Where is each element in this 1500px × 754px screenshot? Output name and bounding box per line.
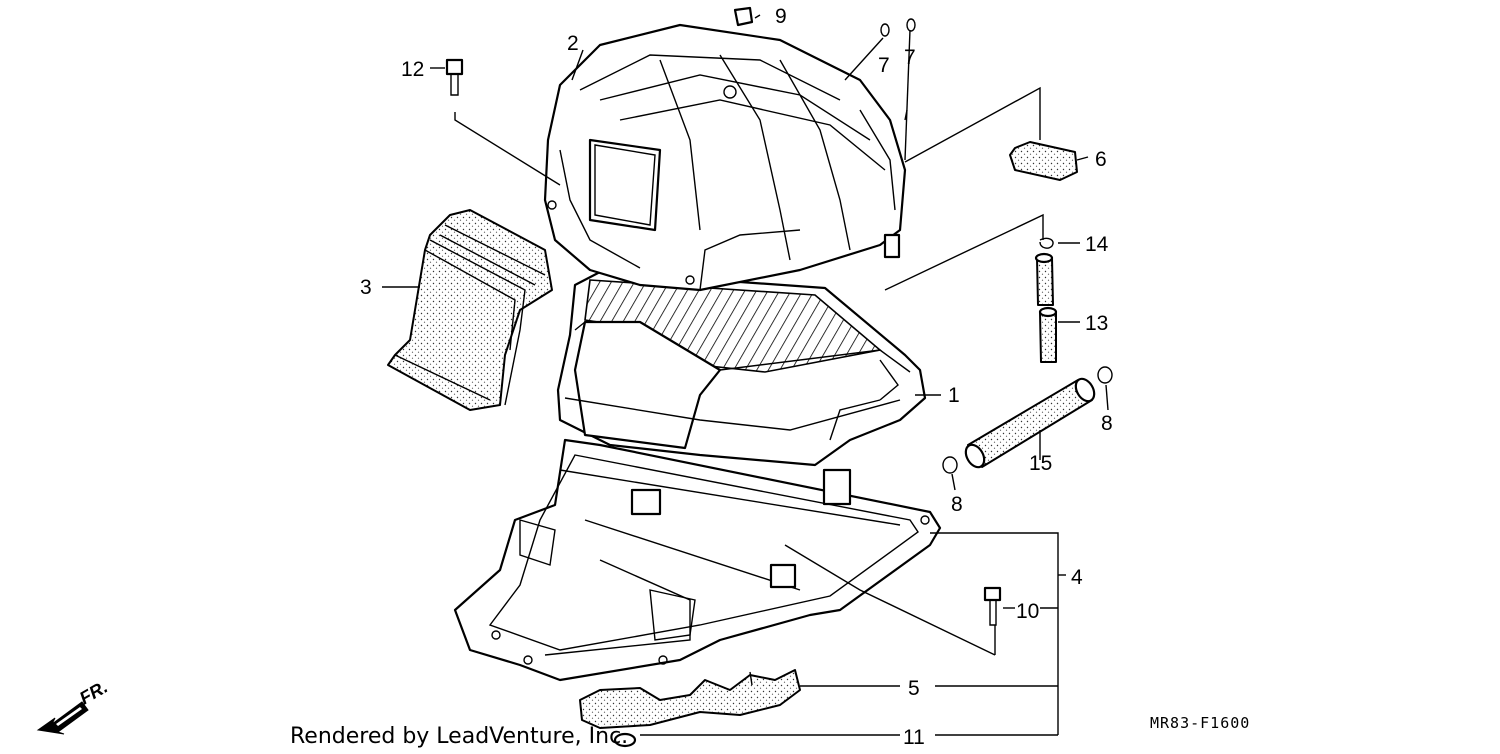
clip-14-part xyxy=(1039,237,1054,249)
callout-7a: 7 xyxy=(878,54,890,77)
front-direction-arrow xyxy=(36,701,89,735)
diagram-code: MR83-F1600 xyxy=(1150,714,1250,732)
bracket-part xyxy=(579,669,801,729)
callout-4: 4 xyxy=(1071,566,1083,589)
air-cleaner-element-part xyxy=(556,270,927,467)
intake-duct-part xyxy=(387,209,553,411)
callout-1: 1 xyxy=(948,384,960,407)
callout-8a: 8 xyxy=(951,493,963,516)
washer-11-part xyxy=(613,732,637,748)
clip-8-parts xyxy=(942,366,1113,474)
callout-15: 15 xyxy=(1029,452,1052,475)
callout-12: 12 xyxy=(401,58,424,81)
callout-14: 14 xyxy=(1085,233,1109,256)
callout-9: 9 xyxy=(775,5,787,28)
short-tube-part xyxy=(1034,252,1058,363)
callout-2: 2 xyxy=(567,32,579,55)
cap-nut-9-part xyxy=(733,6,754,27)
callout-13: 13 xyxy=(1085,312,1108,335)
callout-11: 11 xyxy=(903,726,925,749)
callout-7b: 7 xyxy=(904,46,916,69)
credit-text: Rendered by LeadVenture, Inc. xyxy=(290,724,628,749)
foam-pad-part xyxy=(1009,141,1078,181)
callout-3: 3 xyxy=(360,276,372,299)
callout-6: 6 xyxy=(1095,148,1107,171)
upper-cover-part xyxy=(543,23,907,292)
drain-tube-part xyxy=(964,377,1096,469)
clip-7-parts xyxy=(880,18,916,37)
callout-10: 10 xyxy=(1016,600,1039,623)
lower-case-part xyxy=(453,438,942,682)
bolt-10-part xyxy=(983,586,1002,626)
screw-12-part xyxy=(445,58,464,96)
leader-lines xyxy=(382,14,1109,736)
callout-5: 5 xyxy=(908,677,920,700)
callout-8b: 8 xyxy=(1101,412,1113,435)
